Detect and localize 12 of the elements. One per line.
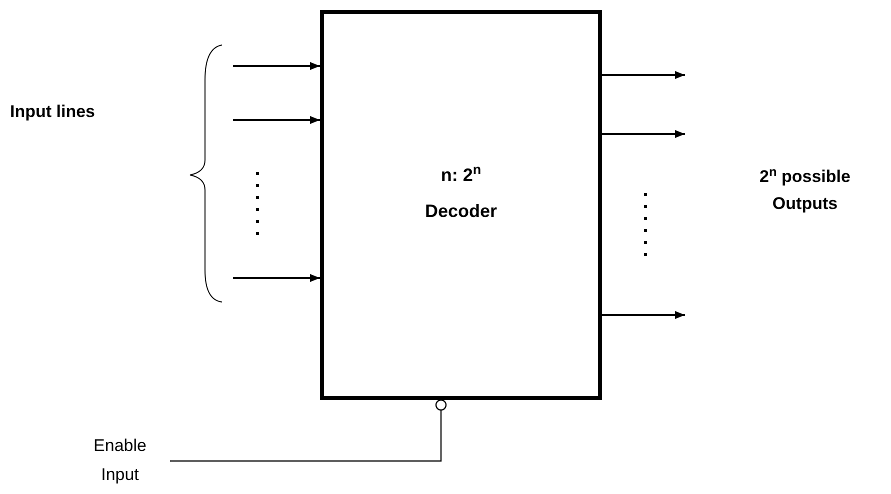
- side-label: 2$^{n}$ possible Outputs: [758, 163, 852, 216]
- block-title: n: 2$^{n}$ Decoder: [424, 160, 498, 222]
- arrow: [233, 116, 320, 124]
- arrow: [233, 274, 320, 282]
- arrow: [602, 311, 685, 319]
- arrow: [602, 130, 685, 138]
- arrow: [233, 62, 320, 70]
- enable-line: [170, 399, 447, 462]
- arrow: [602, 71, 685, 79]
- decoder-block: [320, 10, 602, 400]
- side-label: Input lines: [10, 101, 96, 123]
- enable-input-label: Enable Input: [70, 432, 170, 490]
